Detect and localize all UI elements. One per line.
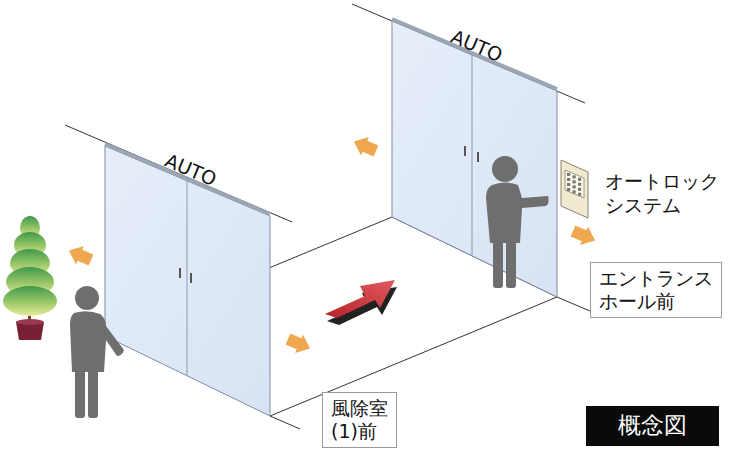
person-at-panel xyxy=(486,156,549,288)
keypad-key xyxy=(573,185,576,188)
keypad-key xyxy=(578,188,581,191)
autolock-panel xyxy=(561,160,588,218)
left-auto-door xyxy=(65,125,292,416)
person-outside xyxy=(70,286,124,418)
keypad-key xyxy=(573,180,576,183)
keypad-key xyxy=(567,178,570,181)
keypad-key xyxy=(567,188,570,191)
keypad-key xyxy=(573,190,576,193)
node-text: エントランス ホール前 xyxy=(599,267,713,313)
keypad-key xyxy=(578,183,581,186)
keypad-key xyxy=(578,178,581,181)
autolock-label: オートロック システム xyxy=(605,170,719,218)
concept-badge: 概念図 xyxy=(586,406,719,446)
node-text: 風除室(1)前 xyxy=(331,397,388,443)
location-box: エントランス ホール前 xyxy=(590,262,722,318)
potted-tree xyxy=(3,216,57,340)
keypad-key xyxy=(578,193,581,196)
door-auto-sign: AUTO xyxy=(161,149,219,192)
node-text: 概念図 xyxy=(618,412,687,440)
right-auto-door xyxy=(352,4,585,297)
door-open-arrows xyxy=(65,132,599,357)
keypad-key xyxy=(573,175,576,178)
keypad-key xyxy=(567,173,570,176)
door-auto-sign: AUTO xyxy=(447,25,505,68)
location-box: 風除室(1)前 xyxy=(322,392,397,448)
direction-arrow xyxy=(325,280,397,325)
keypad-key xyxy=(567,183,570,186)
